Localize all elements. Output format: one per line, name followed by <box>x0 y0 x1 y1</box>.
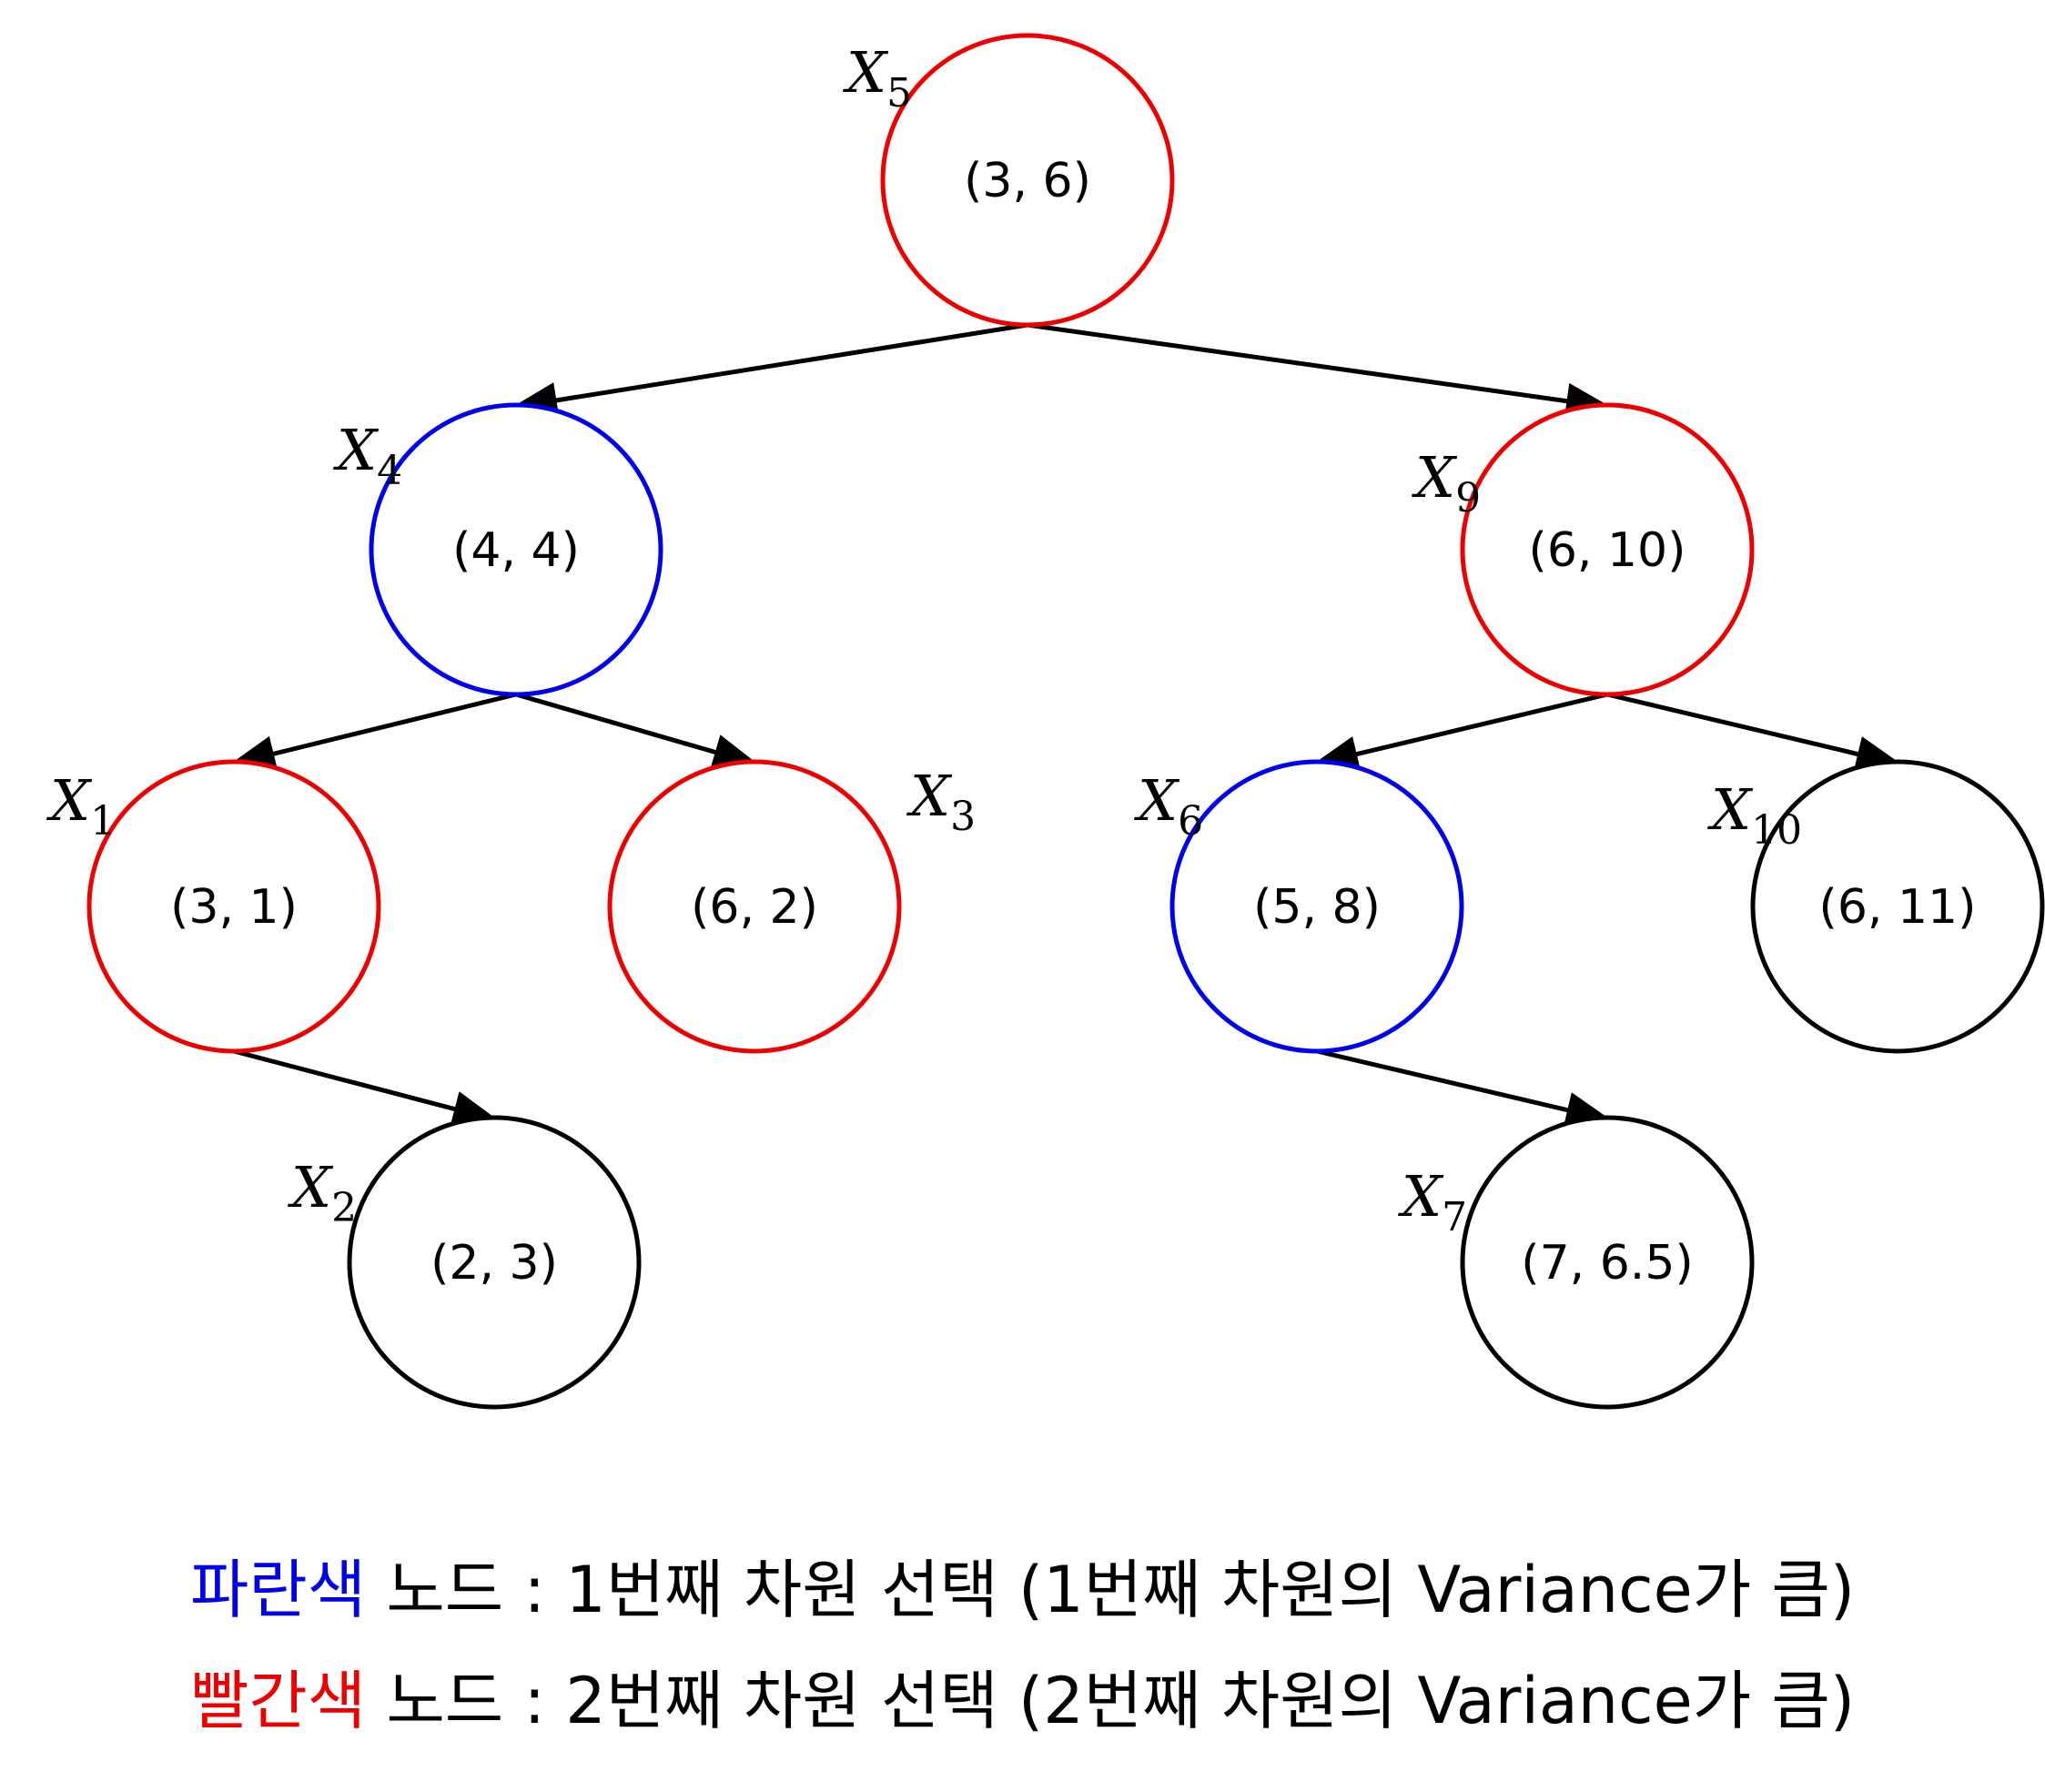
edge-x6-x7 <box>1316 1048 1612 1129</box>
node-label: X10 <box>1707 776 1802 854</box>
node-value: (6, 11) <box>1819 880 1977 935</box>
edge-x9-x10 <box>1606 692 1902 773</box>
node-x10: (6, 11) X10 <box>1707 759 2045 1054</box>
node-label-subscript: 7 <box>1442 1194 1467 1240</box>
node-label-subscript: 1 <box>90 798 116 845</box>
node-circle <box>880 33 1175 328</box>
edge-x1-x2 <box>233 1048 499 1127</box>
node-x5: (3, 6) X5 <box>843 33 1175 328</box>
node-label-name: X <box>46 767 93 834</box>
node-label-name: X <box>1412 444 1458 511</box>
node-label-subscript: 9 <box>1455 475 1481 521</box>
node-label-name: X <box>1134 767 1180 834</box>
node-label: X6 <box>1134 767 1203 845</box>
node-label-subscript: 5 <box>886 70 912 116</box>
node-label-subscript: 10 <box>1751 807 1802 854</box>
edge-x4-x1 <box>229 692 517 772</box>
legend-red-line: 빨간색 노드 : 2번째 차원 선택 (2번째 차원의 Variance가 큼) <box>0 1669 2045 1733</box>
node-circle <box>1460 402 1755 697</box>
node-label-name: X <box>333 417 380 483</box>
node-label: X7 <box>1398 1163 1467 1240</box>
edge-x5-x4 <box>511 322 1028 419</box>
node-x9: (6, 10) X9 <box>1412 402 1755 697</box>
node-value: (4, 4) <box>452 523 580 578</box>
node-value: (7, 6.5) <box>1521 1236 1693 1291</box>
node-circle <box>347 1115 642 1410</box>
node-value: (6, 10) <box>1529 523 1686 578</box>
node-label-name: X <box>1398 1163 1444 1230</box>
node-label-subscript: 4 <box>377 448 402 494</box>
node-value: (3, 6) <box>964 154 1091 208</box>
node-label: X2 <box>288 1154 357 1231</box>
legend-blue-text: 노드 : 1번째 차원 선택 (1번째 차원의 Variance가 큼) <box>366 1553 1856 1627</box>
node-circle <box>1750 759 2045 1054</box>
node-circle <box>86 759 381 1054</box>
node-value: (3, 1) <box>170 880 298 935</box>
node-label: X4 <box>333 417 402 494</box>
edges <box>229 322 1902 1129</box>
node-label-name: X <box>288 1154 334 1220</box>
edge-x4-x3 <box>515 692 759 770</box>
node-x2: (2, 3) X2 <box>288 1115 642 1410</box>
edge-x5-x9 <box>1027 322 1612 420</box>
node-x7: (7, 6.5) X7 <box>1398 1115 1755 1410</box>
node-label-subscript: 3 <box>950 794 976 840</box>
node-value: (5, 8) <box>1253 880 1381 935</box>
node-label: X3 <box>906 763 976 840</box>
legend-blue-line: 파란색 노드 : 1번째 차원 선택 (1번째 차원의 Variance가 큼) <box>0 1558 2045 1622</box>
node-x4: (4, 4) X4 <box>333 402 663 697</box>
node-label-name: X <box>906 763 953 829</box>
node-circle <box>1460 1115 1755 1410</box>
node-value: (2, 3) <box>430 1236 558 1291</box>
node-label: X5 <box>843 39 912 116</box>
node-label-subscript: 2 <box>331 1185 357 1231</box>
node-x6: (5, 8) X6 <box>1134 759 1464 1054</box>
kd-tree-diagram: (3, 6)X5(4, 4)X4(6, 10)X9(3, 1)X1(6, 2)X… <box>46 33 2045 1410</box>
node-circle <box>369 402 663 697</box>
node-x1: (3, 1) X1 <box>46 759 381 1054</box>
node-label-name: X <box>843 39 889 106</box>
nodes: (3, 6)X5(4, 4)X4(6, 10)X9(3, 1)X1(6, 2)X… <box>46 33 2045 1410</box>
node-label-name: X <box>1707 776 1754 843</box>
node-circle <box>607 759 902 1054</box>
node-value: (6, 2) <box>691 880 818 935</box>
node-circle <box>1169 759 1464 1054</box>
legend-red-word: 빨간색 <box>189 1664 367 1738</box>
node-x3: (6, 2) X3 <box>607 759 976 1054</box>
node-label: X9 <box>1412 444 1481 521</box>
node-label: X1 <box>46 767 116 845</box>
node-label-subscript: 6 <box>1178 798 1203 845</box>
legend-red-text: 노드 : 2번째 차원 선택 (2번째 차원의 Variance가 큼) <box>366 1664 1856 1738</box>
edge-x9-x6 <box>1312 692 1608 773</box>
legend-blue-word: 파란색 <box>189 1553 367 1627</box>
